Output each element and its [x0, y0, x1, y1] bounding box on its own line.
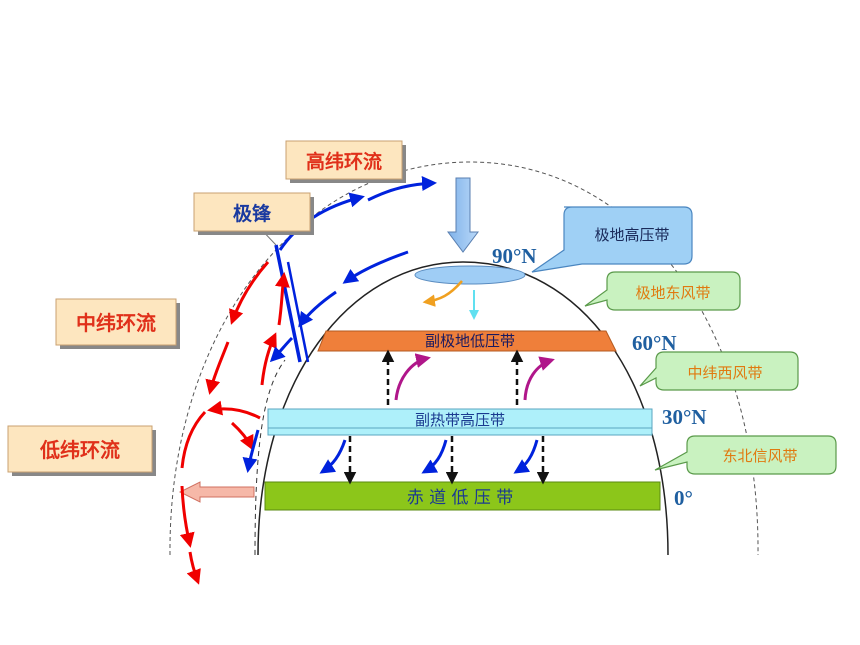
mid-latitude-cell: [205, 261, 290, 395]
mid-latitude-circulation-label: 中纬环流: [55, 298, 180, 349]
earth-inner-guide: [254, 359, 286, 556]
earth-outline: [257, 261, 669, 556]
polar-easterlies-callout: 极地东风带: [584, 271, 741, 311]
low-latitude-circulation-label: 低纬环流: [7, 425, 156, 476]
atmosphere-outer-boundary: [169, 161, 759, 556]
low-latitude-blue-return: [242, 429, 260, 473]
svg-text:中纬环流: 中纬环流: [76, 311, 156, 335]
svg-text:极地东风带: 极地东风带: [635, 284, 710, 302]
equatorial-low-belt: [264, 481, 661, 511]
westerlies-callout: 中纬西风带: [639, 351, 799, 391]
ne-trades-callout: 东北信风带: [654, 435, 837, 475]
polar-high-callout: 极地高压带: [531, 206, 693, 273]
svg-text:东北信风带: 东北信风带: [722, 447, 797, 465]
polar-front-label: 极锋: [193, 192, 314, 235]
trade-wind-arrows: [319, 439, 539, 474]
mid-latitude-blue-arrow: [269, 336, 294, 363]
svg-text:中纬西风带: 中纬西风带: [687, 364, 762, 382]
svg-text:极锋: 极锋: [233, 202, 272, 225]
high-latitude-circulation-label: 高纬环流: [285, 140, 406, 183]
polar-high-ellipse: [414, 265, 526, 285]
polar-descending-arrow: [447, 177, 479, 253]
subpolar-low-label: 副极地低压带: [425, 332, 515, 350]
equatorial-low-label: 赤 道 低 压 带: [407, 488, 514, 508]
subtropical-high-label: 副热带高压带: [415, 411, 505, 429]
subtropical-sinking-arrows: [343, 436, 550, 485]
high-latitude-cell: [278, 176, 437, 328]
polar-easterly-curve-arrow: [422, 280, 463, 307]
latitude-30n: 30°N: [662, 405, 707, 429]
subpolar-rising-arrows: [381, 349, 524, 405]
equatorial-outflow-arrow: [178, 481, 255, 503]
latitude-60n: 60°N: [632, 331, 677, 355]
low-latitude-cell: [179, 400, 261, 585]
latitude-0: 0°: [674, 486, 693, 510]
westerly-wind-arrows: [394, 353, 555, 401]
subpolar-low-belt: [317, 330, 617, 352]
latitude-90n: 90°N: [492, 244, 537, 268]
svg-text:低纬环流: 低纬环流: [39, 438, 120, 462]
svg-text:高纬环流: 高纬环流: [306, 150, 382, 173]
subtropical-high-belt: [267, 408, 653, 436]
svg-text:极地高压带: 极地高压带: [594, 226, 669, 244]
